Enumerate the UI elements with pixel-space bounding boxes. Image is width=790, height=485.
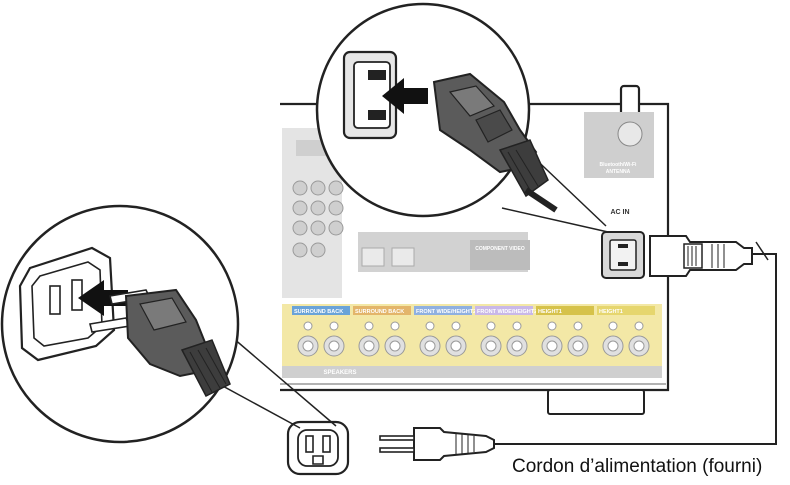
speaker-polarity-mark [512,321,522,331]
speaker-terminal-label: FRONT WIDE/HEIGHT2 [416,309,476,315]
speaker-polarity-mark [547,321,557,331]
ac-in-magnifier [315,2,609,233]
antenna-jack [617,121,643,147]
component-video-block [470,240,530,270]
wall-outlet-closeup [18,246,116,362]
antenna-label: ANTENNA [606,169,631,175]
speaker-polarity-mark [390,321,400,331]
speaker-terminal-strip [282,304,662,378]
small-wall-plug [413,427,495,461]
speaker-binding-post-center [450,340,462,352]
speaker-binding-post-center [328,340,340,352]
speaker-label-bg [536,306,594,315]
speaker-polarity-mark [486,321,496,331]
speaker-label-bg [292,306,350,315]
speaker-polarity-mark [451,321,461,331]
speaker-binding-post-center [546,340,558,352]
bluetooth-label: Bluetooth/Wi-Fi [600,162,638,168]
insert-arrow-icon [382,78,428,114]
speaker-label-bg [597,306,655,315]
speaker-posts [297,321,650,357]
wall-outlet-magnifier [0,204,337,444]
speaker-polarity-mark [425,321,435,331]
speaker-terminal-label: HEIGHT1 [538,309,562,315]
speaker-terminal-label: HEIGHT1 [599,309,623,315]
receiver-foot [547,389,645,415]
speaker-polarity-mark [329,321,339,331]
speaker-polarity-mark [303,321,313,331]
speaker-binding-post-center [389,340,401,352]
speaker-binding-post-center [302,340,314,352]
speaker-polarity-mark [364,321,374,331]
speaker-polarity-mark [608,321,618,331]
speaker-binding-post-center [607,340,619,352]
speaker-terminal-label: SURROUND BACK [355,309,404,315]
speakers-label: SPEAKERS [323,370,356,376]
speaker-polarity-mark [573,321,583,331]
bluetooth-wifi-block [584,112,654,178]
speaker-label-bg [414,306,472,315]
speaker-label-bg [475,306,533,315]
iec-plug-closeup [432,72,558,213]
ac-in-label: AC IN [610,209,629,216]
speaker-binding-post-center [363,340,375,352]
wall-plug-closeup [89,288,231,398]
power-cord [379,235,777,461]
left-jack-grid [292,180,344,258]
speaker-binding-post-center [511,340,523,352]
speaker-binding-post-center [633,340,645,352]
component-video-label: COMPONENT VIDEO [475,246,525,252]
speaker-binding-post-center [485,340,497,352]
small-wall-outlet [286,420,350,476]
power-cord-caption: Cordon d’alimentation (fourni) [512,456,763,477]
speaker-binding-post-center [424,340,436,352]
speaker-terminal-label: FRONT WIDE/HEIGHT2 [477,309,537,315]
speaker-label-bg [353,306,411,315]
speaker-terminal-label: SURROUND BACK [294,309,343,315]
speaker-binding-post-center [572,340,584,352]
speaker-polarity-mark [634,321,644,331]
plug-arrow-icon [78,280,128,316]
